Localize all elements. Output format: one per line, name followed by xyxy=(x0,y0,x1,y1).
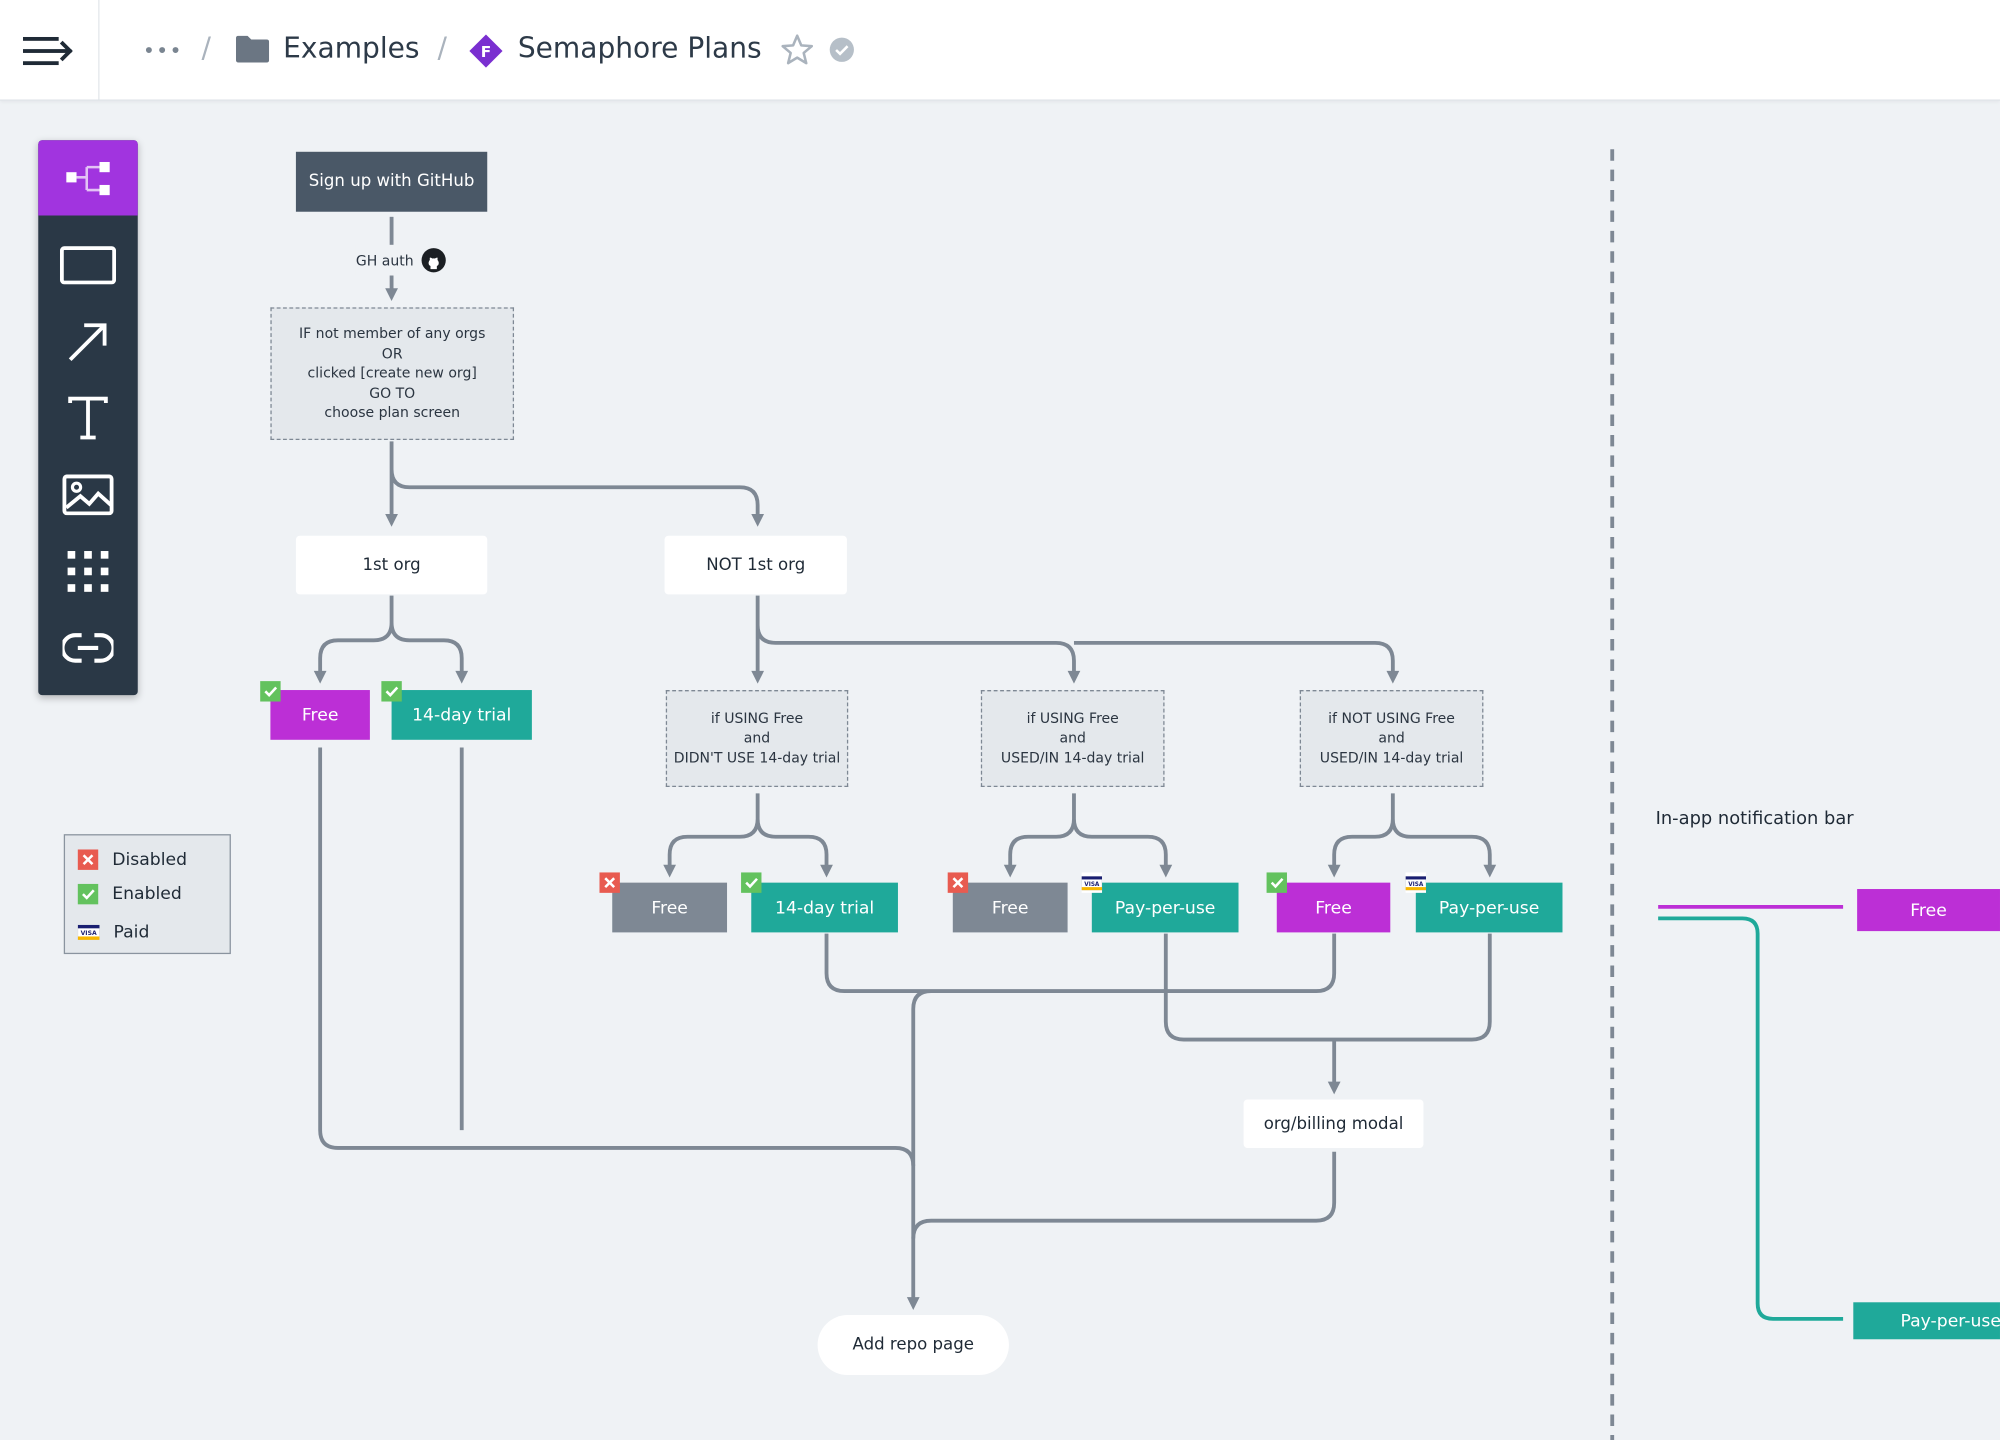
visa-card-icon: VISA xyxy=(1405,875,1427,890)
enabled-badge xyxy=(741,872,762,893)
menu-collapse-icon[interactable] xyxy=(22,34,74,67)
connector-not-first-split xyxy=(755,595,1395,674)
legend-item-disabled: Disabled xyxy=(77,847,188,873)
header-divider xyxy=(98,0,100,100)
gh-auth-text: GH auth xyxy=(355,251,414,269)
document-type-letter: F xyxy=(481,43,491,61)
breadcrumb-separator: / xyxy=(201,33,211,66)
node-b-free[interactable]: Free xyxy=(952,882,1068,933)
top-bar: ••• / Examples / F Semaphore Plans xyxy=(0,0,2000,101)
node-first-trial[interactable]: 14-day trial xyxy=(391,690,532,740)
text-icon xyxy=(68,396,108,440)
check-icon xyxy=(745,877,758,889)
legend-item-paid: VISA Paid xyxy=(77,920,150,946)
check-icon xyxy=(1270,877,1284,889)
connector-first-org-split xyxy=(318,595,464,674)
node-c-pay-per-use[interactable]: Pay-per-use xyxy=(1415,882,1563,933)
enabled-badge xyxy=(381,681,402,702)
notification-teal-line xyxy=(1658,916,1844,1321)
star-icon[interactable] xyxy=(781,33,814,66)
enabled-badge xyxy=(77,883,99,905)
more-breadcrumbs-button[interactable]: ••• xyxy=(142,38,183,63)
connector-cond-c-split xyxy=(1332,793,1492,868)
connector-condition-split xyxy=(389,441,760,518)
node-condition-main[interactable]: IF not member of any orgs OR clicked [cr… xyxy=(270,307,515,441)
flowchart-icon xyxy=(66,161,110,196)
visa-card-icon: VISA xyxy=(1081,875,1103,890)
text-tool[interactable] xyxy=(56,390,120,446)
node-c-free[interactable]: Free xyxy=(1276,882,1391,933)
visa-card-text: VISA xyxy=(81,930,97,937)
visa-card-text: VISA xyxy=(1408,881,1424,887)
paid-badge: VISA xyxy=(1081,872,1103,893)
link-tool[interactable] xyxy=(56,620,120,676)
flowchart-tool-header[interactable] xyxy=(38,140,138,216)
grid-icon xyxy=(67,551,109,592)
check-icon xyxy=(82,889,95,900)
check-icon xyxy=(264,686,278,697)
node-first-free[interactable]: Free xyxy=(270,690,370,740)
enabled-badge xyxy=(1266,872,1287,893)
node-condition-b[interactable]: if USING Free and USED/IN 14-day trial xyxy=(980,690,1165,787)
node-condition-c[interactable]: if NOT USING Free and USED/IN 14-day tri… xyxy=(1299,690,1484,787)
rectangle-tool[interactable] xyxy=(56,237,120,293)
image-tool[interactable] xyxy=(56,467,120,523)
arrow-tool[interactable] xyxy=(56,314,120,370)
node-condition-a[interactable]: if USING Free and DIDN'T USE 14-day tria… xyxy=(665,690,849,787)
connector-to-add-repo xyxy=(824,933,1337,1299)
check-icon xyxy=(385,686,399,697)
enabled-badge xyxy=(260,681,281,702)
breadcrumb-folder[interactable]: Examples xyxy=(283,33,420,66)
visa-card-icon: VISA xyxy=(77,924,100,941)
node-a-free[interactable]: Free xyxy=(612,882,728,933)
visa-card-text: VISA xyxy=(1084,881,1100,887)
legend-item-enabled: Enabled xyxy=(77,881,182,907)
legend-label: Paid xyxy=(113,922,150,943)
document-title[interactable]: Semaphore Plans xyxy=(517,33,762,66)
connector-to-billing xyxy=(1163,933,1492,1083)
github-icon xyxy=(421,248,447,273)
legend: Disabled Enabled VISA Paid xyxy=(63,834,231,955)
verified-icon xyxy=(829,37,854,62)
rectangle-icon xyxy=(59,246,117,285)
node-b-pay-per-use[interactable]: Pay-per-use xyxy=(1091,882,1239,933)
link-icon xyxy=(62,633,114,663)
disabled-badge xyxy=(599,872,620,893)
tool-palette xyxy=(38,140,138,696)
close-icon xyxy=(604,877,616,889)
breadcrumb-separator: / xyxy=(437,33,447,66)
close-icon xyxy=(952,877,964,889)
node-first-org[interactable]: 1st org xyxy=(295,535,488,595)
disabled-badge xyxy=(947,872,969,893)
image-icon xyxy=(62,474,114,516)
connector-cond-b-split xyxy=(1008,793,1168,868)
node-billing-modal[interactable]: org/billing modal xyxy=(1243,1099,1424,1148)
node-add-repo-page[interactable]: Add repo page xyxy=(817,1315,1009,1375)
close-icon xyxy=(82,854,94,866)
node-sign-up-github[interactable]: Sign up with GitHub xyxy=(295,151,488,212)
folder-icon xyxy=(235,35,270,63)
disabled-badge xyxy=(77,849,99,870)
document-type-icon: F xyxy=(469,34,503,68)
connector-first-free-down xyxy=(318,747,916,1166)
connector-billing-back xyxy=(911,1151,1337,1239)
node-a-trial[interactable]: 14-day trial xyxy=(751,882,898,933)
paid-badge: VISA xyxy=(1405,872,1427,893)
node-notification-pay-per-use[interactable]: Pay-per-use xyxy=(1853,1302,2000,1340)
node-notification-free[interactable]: Free xyxy=(1857,889,2000,932)
label-gh-auth: GH auth xyxy=(355,244,447,276)
legend-label: Enabled xyxy=(112,883,182,905)
arrow-icon xyxy=(68,323,107,362)
components-tool[interactable] xyxy=(56,543,120,599)
notification-bar-label: In-app notification bar xyxy=(1655,808,1854,830)
connector-cond-a-split xyxy=(667,793,829,868)
legend-label: Disabled xyxy=(112,849,188,870)
node-not-first-org[interactable]: NOT 1st org xyxy=(664,535,847,595)
